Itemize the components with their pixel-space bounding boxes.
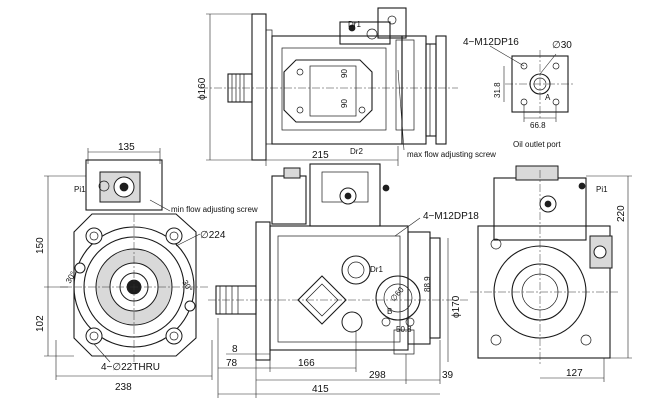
dim-166: 166 [298, 358, 315, 369]
port-dr2-top: Dr2 [350, 147, 363, 156]
dim-238: 238 [115, 382, 132, 393]
outlet-port-view: ∅30 4−M12DP16 31.8 66.8 A Oil outlet por… [463, 37, 575, 149]
front-view: Pi1 135 min flow adjusting screw ∅224 30… [35, 142, 258, 393]
dim-318: 31.8 [493, 82, 502, 98]
side-pump-body [269, 225, 409, 351]
max-flow-label: max flow adjusting screw [407, 150, 496, 159]
top-view: ϕ160 215 Dr1 Dr2 90 90 max flow adjustin… [197, 7, 496, 166]
side-flange [255, 221, 271, 361]
top-regulator [377, 7, 407, 39]
dim-127: 127 [566, 368, 583, 379]
dim-78: 78 [226, 358, 238, 369]
side-diamond-port [297, 275, 347, 325]
dim-8: 8 [232, 344, 238, 355]
top-rear-cap [435, 35, 447, 145]
min-flow-label: min flow adjusting screw [171, 205, 258, 214]
mount-holes-label: 4−∅22THRU [101, 362, 160, 373]
mount-hole-tl [85, 227, 103, 245]
dim-39: 39 [442, 370, 454, 381]
top-pump-body [271, 35, 403, 145]
dim-d170: ϕ170 [451, 295, 462, 318]
dim-102: 102 [35, 315, 46, 332]
end-view: Pi1 220 127 [470, 165, 632, 382]
dim-d160: ϕ160 [197, 77, 208, 100]
dim-150: 150 [35, 237, 46, 254]
side-port-dr1: Dr1 [370, 265, 383, 274]
port-dr1-top: Dr1 [348, 20, 361, 29]
side-port-b [375, 275, 421, 321]
mount-hole-bl [85, 327, 103, 345]
dim-668: 66.8 [530, 121, 546, 130]
side-regulator [309, 163, 381, 227]
dim-220: 220 [616, 205, 627, 222]
mount-hole-tr [165, 227, 183, 245]
dim-d60: ∅60 [389, 285, 406, 303]
side-view: 4−M12DP18 Dr1 ∅60 88.9 50.8 B ϕ170 8 78 … [208, 163, 479, 398]
outlet-caption: Oil outlet port [513, 140, 561, 149]
outlet-thread-label: 4−M12DP16 [463, 37, 519, 48]
side-rear-cap [429, 237, 441, 339]
port-a-label: A [545, 93, 551, 102]
dim-508: 50.8 [396, 325, 412, 334]
dim-415: 415 [312, 384, 329, 395]
port-b-label: B [387, 307, 392, 316]
front-mounting-flange [73, 213, 197, 357]
dim-135: 135 [118, 142, 135, 153]
mount-hole-br [165, 327, 183, 345]
dim-215: 215 [312, 150, 329, 161]
dim-d30: ∅30 [552, 40, 572, 51]
side-dr1-port [341, 255, 371, 285]
dim-90b: 90 [340, 99, 349, 108]
front-regulator [85, 159, 163, 211]
side-thread-label: 4−M12DP18 [423, 211, 479, 222]
dim-d224: ∅224 [200, 230, 226, 241]
dim-298: 298 [369, 370, 386, 381]
dim-90a: 90 [340, 69, 349, 78]
dim-889: 88.9 [423, 276, 432, 292]
front-pi1: Pi1 [74, 185, 86, 194]
top-flange-plate [251, 13, 267, 161]
end-pi1: Pi1 [596, 185, 608, 194]
angle-30-right: 30° [180, 279, 194, 294]
